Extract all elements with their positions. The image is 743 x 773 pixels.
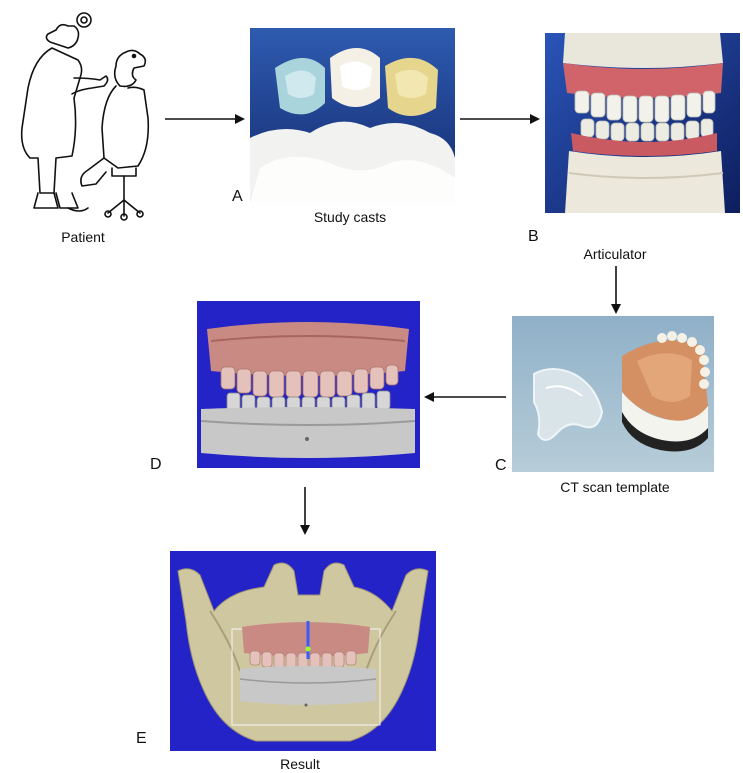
label-a: A — [232, 188, 243, 206]
study-casts-photo — [250, 28, 455, 203]
patient-illustration — [8, 8, 158, 223]
arrow-a-to-b — [460, 112, 540, 126]
label-e: E — [136, 730, 147, 748]
label-c: C — [495, 457, 507, 475]
scan-render-image — [197, 301, 420, 468]
arrow-c-to-d — [424, 390, 506, 404]
articulator-photo — [545, 33, 740, 213]
articulator-image — [545, 33, 740, 213]
study-casts-caption: Study casts — [290, 209, 410, 225]
ct-template-caption: CT scan template — [540, 479, 690, 495]
result-caption: Result — [250, 756, 350, 772]
dentist-and-patient-drawing — [8, 8, 158, 223]
result-render-photo — [170, 551, 436, 751]
arrow-patient-to-a — [165, 112, 245, 126]
label-d: D — [150, 456, 162, 474]
patient-caption: Patient — [38, 229, 128, 245]
ct-template-image — [512, 316, 714, 472]
arrow-d-to-e — [298, 487, 312, 535]
label-b: B — [528, 228, 539, 246]
arrow-b-to-c — [609, 266, 623, 314]
ct-template-photo — [512, 316, 714, 472]
scan-render-photo — [197, 301, 420, 468]
result-render-image — [170, 551, 436, 751]
study-casts-image — [250, 28, 455, 203]
articulator-caption: Articulator — [560, 246, 670, 262]
